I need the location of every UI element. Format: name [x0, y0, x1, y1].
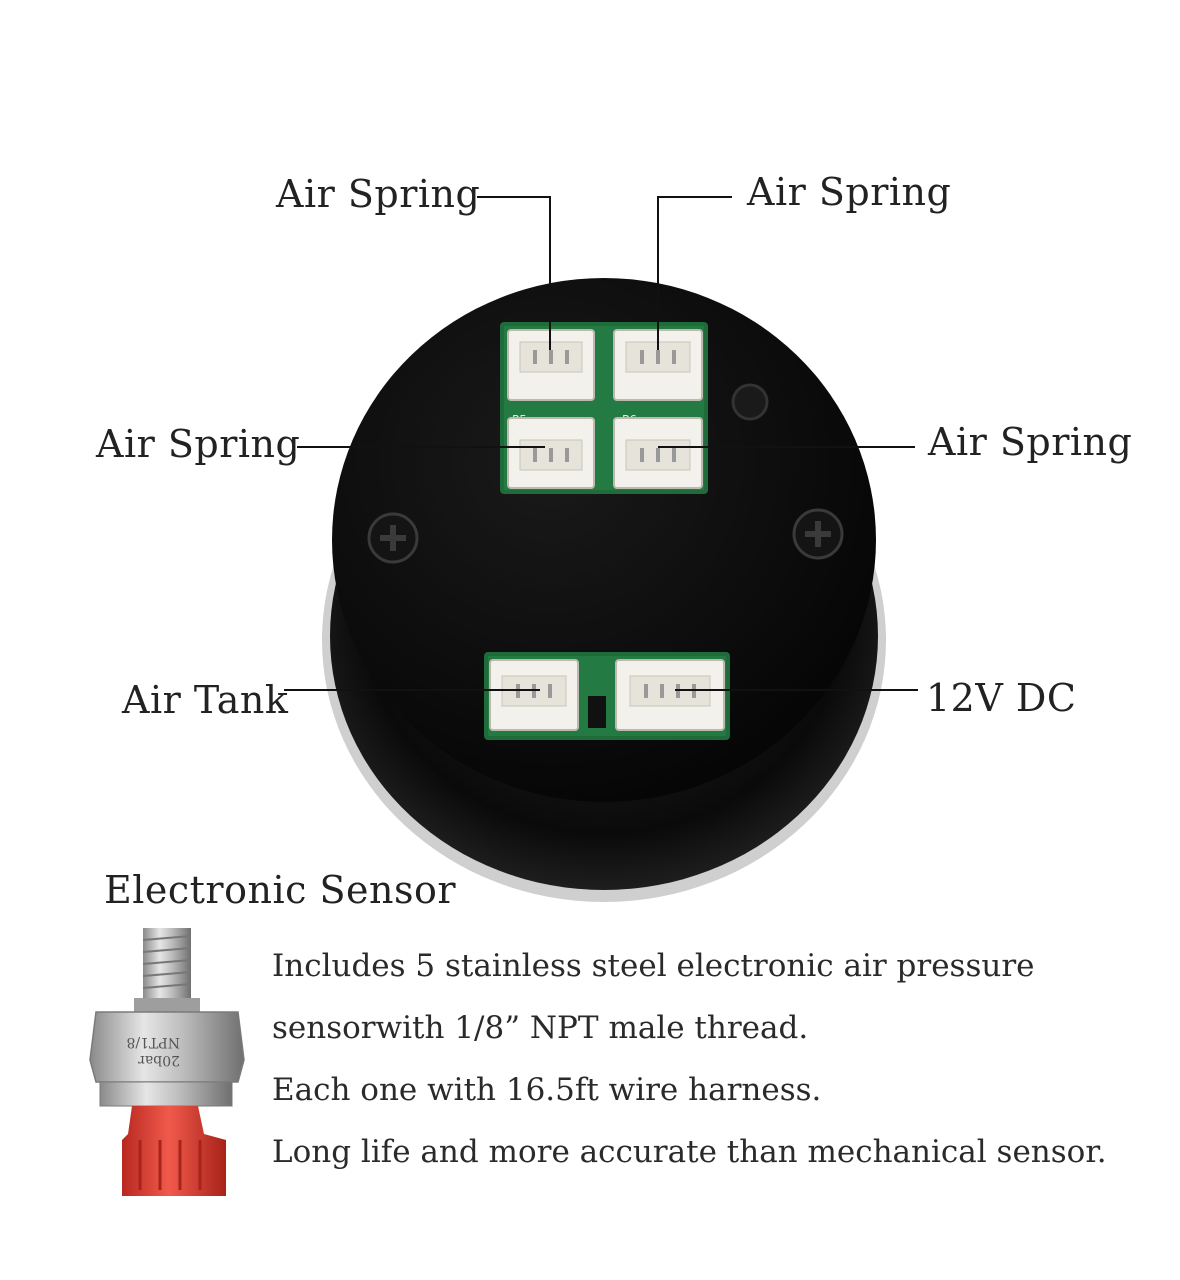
description-line-1: Includes 5 stainless steel electronic ai… — [272, 948, 1035, 984]
description-line-3: Each one with 16.5ft wire harness. — [272, 1072, 822, 1108]
leader-air-spring-top-right — [657, 196, 732, 350]
description-line-4: Long life and more accurate than mechani… — [272, 1134, 1107, 1170]
sensor-marking-thread: NPT1/8 — [126, 1034, 180, 1050]
connector-air-spring-3 — [507, 417, 595, 489]
connector-air-tank — [489, 659, 579, 731]
label-12v-dc: 12V DC — [926, 676, 1077, 720]
label-air-spring-top-left: Air Spring — [276, 172, 481, 216]
label-air-spring-mid-right: Air Spring — [928, 420, 1133, 464]
description-line-2: sensorwith 1/8” NPT male thread. — [272, 1010, 809, 1046]
label-air-tank: Air Tank — [122, 678, 289, 722]
reset-button — [731, 383, 769, 421]
sensor-title: Electronic Sensor — [104, 868, 457, 912]
pressure-sensor-image: NPT1/8 20bar — [89, 928, 245, 1196]
screw-right — [792, 508, 844, 560]
connector-12v-dc — [615, 659, 725, 731]
leader-air-spring-top-left — [477, 196, 551, 350]
connector-air-spring-4 — [613, 417, 703, 489]
connector-air-spring-2 — [613, 329, 703, 401]
label-air-spring-top-right: Air Spring — [747, 170, 952, 214]
label-air-spring-mid-left: Air Spring — [96, 422, 301, 466]
leader-lines — [284, 196, 918, 691]
sensor-marking-range: 20bar — [138, 1052, 180, 1068]
screw-left — [367, 512, 419, 564]
